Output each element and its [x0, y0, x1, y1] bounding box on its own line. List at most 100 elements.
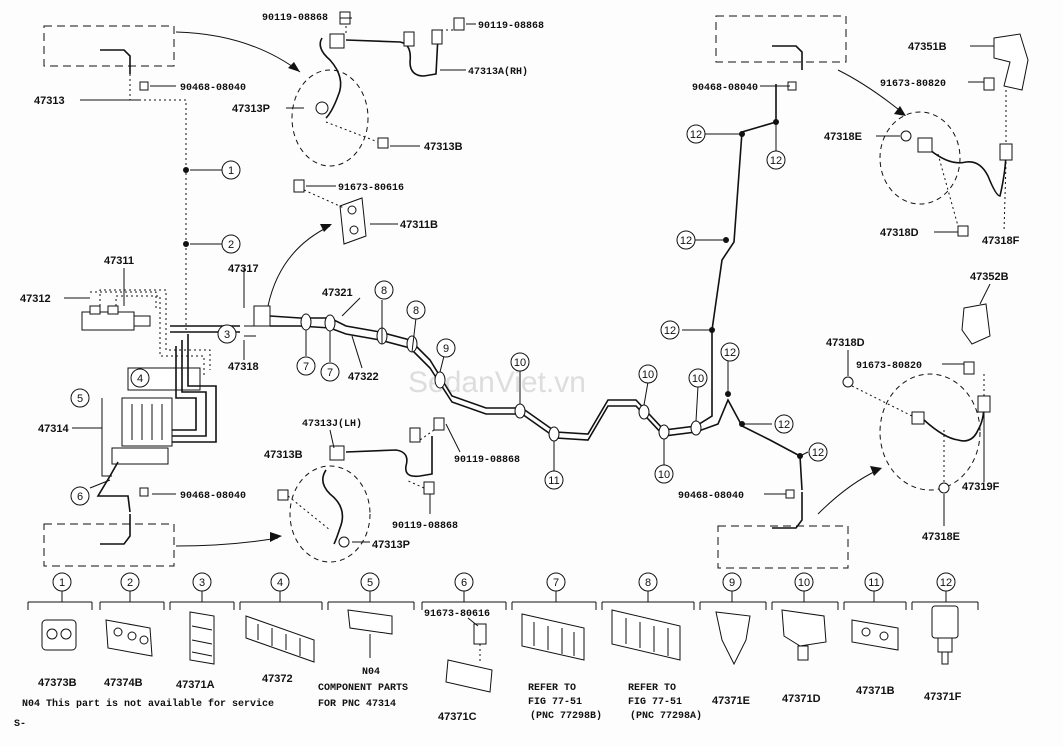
callout-12f — [774, 414, 794, 434]
abs-tube — [172, 334, 217, 443]
hose-bracket — [329, 445, 345, 461]
callout-12g-text: 12 — [812, 447, 824, 459]
legend-part-6: 47371C — [438, 711, 477, 723]
label-47318f: 47318F — [982, 235, 1020, 247]
bolt-91673-drawing — [473, 623, 487, 645]
legend-num-2-text: 2 — [127, 577, 133, 589]
hose-fitting — [911, 411, 925, 425]
junction-lines — [244, 325, 256, 337]
leader — [445, 423, 461, 453]
tube-clamp — [183, 167, 189, 173]
callout-12b-text: 12 — [770, 155, 782, 167]
clamp-7 — [324, 314, 336, 332]
callout-6 — [70, 486, 90, 506]
bolt-guide — [303, 189, 345, 209]
bolt-guide — [937, 153, 959, 227]
label-47318d-mid: 47318D — [826, 337, 865, 349]
dotted-guide — [90, 291, 157, 310]
label-47321: 47321 — [322, 287, 353, 299]
legend-num-7-text: 7 — [553, 577, 559, 589]
label-47311: 47311 — [104, 255, 134, 267]
arrow-head — [288, 62, 300, 72]
legend-note-7b: FIG 77-51 — [528, 697, 582, 708]
callout-8a — [374, 280, 394, 300]
hose-bracket — [329, 33, 345, 49]
callout-12a-text: 12 — [690, 129, 702, 141]
label-90468-bl: 90468-08040 — [180, 491, 246, 502]
clip-fitting — [139, 487, 149, 497]
front-left-hose-group — [43, 417, 461, 567]
legend-note-8c: (PNC 77298A) — [630, 710, 702, 722]
label-91673-mid2: 91673-80820 — [856, 361, 922, 372]
clamp-slots — [257, 624, 301, 656]
bracket-47351b — [993, 33, 1029, 91]
legend-num-8 — [638, 572, 658, 592]
callout-11 — [544, 470, 564, 490]
label-47318e-bot: 47318E — [922, 531, 960, 543]
clamp-10 — [638, 404, 650, 420]
hose-fitting — [917, 137, 933, 153]
legend-num-1 — [52, 572, 72, 592]
legend-num-9-text: 9 — [729, 577, 735, 589]
bolt-47313b — [277, 489, 289, 501]
clamp-47372-drawing — [245, 615, 315, 663]
callout-12a — [686, 124, 706, 144]
clamp-pin — [797, 645, 809, 661]
callout-12e-text: 12 — [724, 347, 736, 359]
clamp-47371d-drawing — [781, 609, 827, 647]
label-47317: 47317 — [228, 263, 259, 275]
clamp-hole — [46, 628, 58, 640]
legend-note-8b: FIG 77-51 — [628, 697, 682, 708]
label-47313p-bot: 47313P — [372, 539, 410, 551]
legend-part-5: N04 — [362, 667, 380, 678]
bolt-91673 — [983, 77, 995, 91]
label-47322: 47322 — [348, 371, 379, 383]
callout-12d-text: 12 — [664, 325, 676, 337]
bolt-guide — [287, 495, 331, 531]
abs-tube — [172, 340, 207, 437]
detail-circle — [289, 465, 371, 563]
hose-47313j-body — [345, 436, 433, 478]
clamp-47371f-drawing — [931, 605, 959, 639]
callout-12b — [766, 150, 786, 170]
callout-10b-text: 10 — [642, 369, 654, 381]
legend-num-5-text: 5 — [367, 577, 373, 589]
legend-note-7a: REFER TO — [528, 683, 576, 694]
callout-1 — [221, 160, 241, 180]
label-47313j: 47313J(LH) — [302, 418, 362, 430]
hose-47319f — [923, 403, 985, 442]
label-90119-d: 90119-08868 — [392, 521, 458, 532]
abs-actuator-body — [121, 397, 173, 447]
legend-num-7 — [546, 572, 566, 592]
clamp-slots — [533, 622, 575, 656]
bolt-47318d — [842, 376, 854, 388]
legend-num-3 — [192, 572, 212, 592]
label-91673-mid: 91673-80616 — [338, 183, 404, 194]
legend-note-5b: FOR PNC 47314 — [318, 699, 396, 710]
hose-47313j — [322, 469, 344, 545]
label-90119-a: 90119-08868 — [262, 13, 328, 24]
arrow-line — [175, 537, 279, 547]
clamp-11 — [548, 426, 560, 442]
legend-note-7c: (PNC 77298B) — [530, 710, 602, 722]
legend-part-10: 47371D — [782, 693, 821, 705]
hose-fitting — [403, 31, 415, 47]
bracket-hole — [349, 225, 359, 235]
bracket-47311b-group — [267, 179, 398, 307]
arrow-head — [320, 224, 332, 232]
clip-fitting — [785, 489, 795, 499]
callout-8b-text: 8 — [413, 305, 419, 317]
clamp-stem — [937, 637, 953, 653]
three-way-47317 — [253, 305, 271, 327]
callout-3 — [217, 324, 237, 344]
bolt-91673-mid — [963, 361, 975, 375]
callout-4-text: 4 — [137, 373, 143, 385]
legend-num-12-text: 12 — [940, 577, 952, 589]
detail-circle — [879, 373, 981, 491]
legend-num-12 — [936, 572, 956, 592]
abs-actuator-base — [111, 447, 169, 465]
callout-6-text: 6 — [77, 491, 83, 503]
label-47312: 47312 — [20, 293, 51, 305]
tube-47321-upper — [269, 84, 777, 435]
clamp-47371e-drawing — [715, 611, 751, 666]
